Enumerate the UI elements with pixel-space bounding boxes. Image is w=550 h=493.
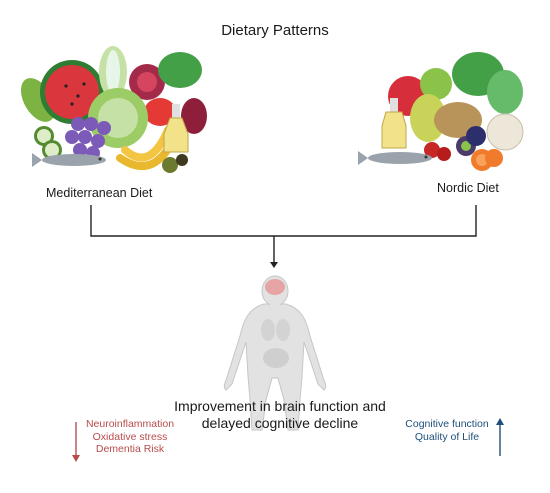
outcome-line-2: delayed cognitive decline bbox=[201, 415, 359, 431]
down-arrow-icon bbox=[72, 422, 80, 462]
decreased-item: Oxidative stress bbox=[92, 430, 168, 443]
increased-item: Cognitive function bbox=[405, 418, 489, 430]
decreased-item: Dementia Risk bbox=[95, 443, 165, 455]
mediterranean-diet-label: Mediterranean Diet bbox=[46, 186, 153, 200]
nordic-food-icon bbox=[358, 52, 524, 171]
increased-item: Quality of Life bbox=[414, 430, 480, 443]
nordic-diet-label: Nordic Diet bbox=[437, 181, 499, 195]
up-arrow-icon bbox=[496, 418, 504, 456]
diagram-title: Dietary Patterns bbox=[221, 22, 329, 39]
outcome-text: Improvement in brain function and delaye… bbox=[130, 398, 430, 432]
outcome-line-1: Improvement in brain function and bbox=[174, 398, 386, 414]
human-body-brain-icon bbox=[223, 275, 327, 431]
connector-arrowhead bbox=[270, 262, 278, 268]
mediterranean-food-icon bbox=[20, 46, 207, 173]
decreased-list: Neuroinflammation Oxidative stress Demen… bbox=[80, 418, 180, 456]
decreased-item: Neuroinflammation bbox=[85, 418, 175, 430]
increased-list: Cognitive function Quality of Life bbox=[396, 418, 498, 443]
connector-bracket bbox=[90, 205, 477, 237]
